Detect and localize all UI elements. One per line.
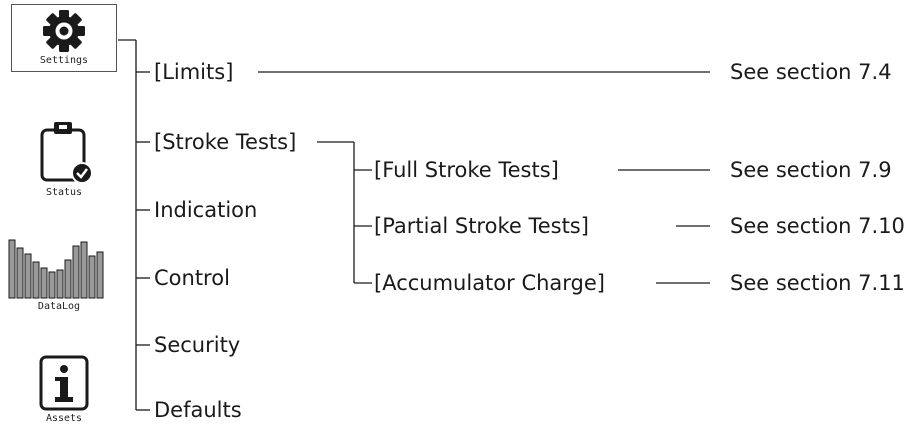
clipboard-check-icon xyxy=(40,122,93,184)
status-caption: Status xyxy=(45,187,83,198)
data-log-caption: DataLog xyxy=(37,301,81,312)
info-icon xyxy=(39,355,89,411)
assets-caption: Assets xyxy=(45,413,83,424)
menu-item-indication[interactable]: Indication xyxy=(154,198,258,222)
assets-nav-item[interactable]: Assets xyxy=(14,354,114,425)
submenu-item-partial-stroke-tests[interactable]: [Partial Stroke Tests] xyxy=(374,214,589,238)
submenu-item-accumulator-charge[interactable]: [Accumulator Charge] xyxy=(374,271,605,295)
data-log-nav-item[interactable]: DataLog xyxy=(4,232,114,313)
menu-item-limits[interactable]: [Limits] xyxy=(154,60,234,84)
submenu-item-full-stroke-tests[interactable]: [Full Stroke Tests] xyxy=(374,158,559,182)
gear-icon xyxy=(43,10,85,52)
status-nav-item[interactable]: Status xyxy=(14,120,114,199)
menu-item-control[interactable]: Control xyxy=(154,266,230,290)
reference-accumulator: See section 7.11 xyxy=(730,271,905,295)
settings-icon-frame: Settings xyxy=(11,4,117,72)
reference-full-stroke: See section 7.9 xyxy=(730,158,892,182)
reference-limits: See section 7.4 xyxy=(730,60,892,84)
settings-caption: Settings xyxy=(39,55,89,66)
menu-item-defaults[interactable]: Defaults xyxy=(154,398,242,422)
reference-partial-stroke: See section 7.10 xyxy=(730,214,905,238)
menu-item-security[interactable]: Security xyxy=(154,333,241,357)
settings-nav-item[interactable]: Settings xyxy=(10,4,118,72)
bar-chart-icon xyxy=(8,239,104,299)
menu-item-stroke-tests[interactable]: [Stroke Tests] xyxy=(154,130,297,154)
